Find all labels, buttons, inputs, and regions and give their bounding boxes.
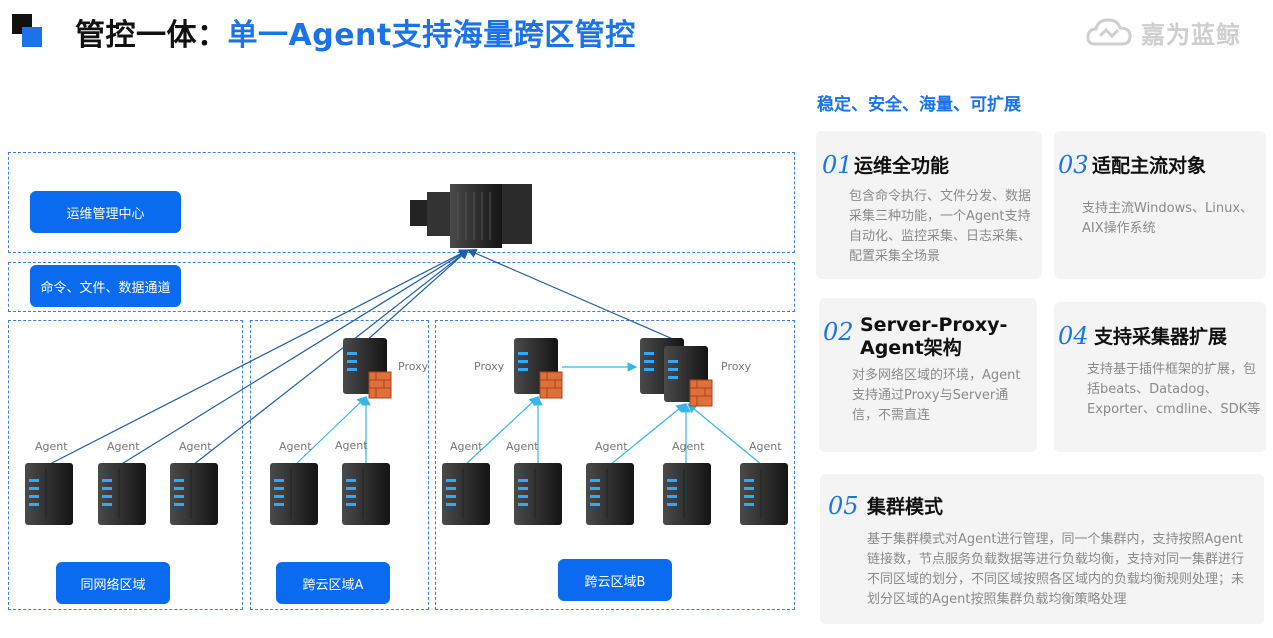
zone-same-region xyxy=(8,320,243,610)
feature-desc: 对多网络区域的环境，Agent支持通过Proxy与Server通信，不需直连 xyxy=(852,368,1021,423)
central-server-icon xyxy=(410,184,532,248)
agent-server-icon xyxy=(342,463,390,525)
page-title: 管控一体：单一Agent支持海量跨区管控 xyxy=(75,10,636,54)
agent-label: Agent xyxy=(179,440,212,453)
agent-server-icon xyxy=(25,463,73,525)
feature-card-04: 04 支持采集器扩展 支持基于插件框架的扩展，包括beats、Datadog、E… xyxy=(1054,302,1266,452)
agent-label: Agent xyxy=(279,440,312,453)
architecture-diagram: Agent Agent Agent Agent Agent Agent Agen… xyxy=(25,184,788,525)
agent-label: Agent xyxy=(450,440,483,453)
proxy-server-icon xyxy=(513,337,563,399)
feature-desc: 支持基于插件框架的扩展，包括beats、Datadog、Exporter、cmd… xyxy=(1087,362,1261,417)
cloud-logo-icon xyxy=(1086,18,1132,46)
logo-square-blue xyxy=(22,27,42,47)
agent-label: Agent xyxy=(672,440,705,453)
agent-server-icon xyxy=(170,463,218,525)
page-title-main: 管控一体： xyxy=(75,18,228,53)
zone-a-region xyxy=(250,320,429,610)
agent-server-icon xyxy=(270,463,318,525)
feature-number: 01 xyxy=(822,151,853,179)
zone-b-button[interactable]: 跨云区域B xyxy=(558,559,672,601)
zone-b-region xyxy=(435,320,795,610)
page-title-highlight: 单一Agent支持海量跨区管控 xyxy=(227,18,636,53)
agent-label: Agent xyxy=(335,439,368,452)
management-region xyxy=(8,152,795,253)
feature-card-05: 05 集群模式 基于集群模式对Agent进行管理，同一个集群内，支持按照Agen… xyxy=(820,474,1264,624)
channel-button[interactable]: 命令、文件、数据通道 xyxy=(30,265,181,307)
feature-desc: 包含命令执行、文件分发、数据采集三种功能，一个Agent支持自动化、监控采集、日… xyxy=(849,189,1032,264)
features-subtitle: 稳定、安全、海量、可扩展 xyxy=(817,95,1021,115)
channel-region xyxy=(8,262,795,312)
agent-server-icon xyxy=(98,463,146,525)
agent-label: Agent xyxy=(506,440,539,453)
zone-a-button[interactable]: 跨云区域A xyxy=(276,562,390,604)
feature-title: 适配主流对象 xyxy=(1092,155,1207,177)
agent-label: Agent xyxy=(749,440,782,453)
feature-number: 04 xyxy=(1058,322,1089,350)
agent-server-icon xyxy=(586,463,634,525)
agent-server-icon xyxy=(514,463,562,525)
agent-server-icon xyxy=(442,463,490,525)
feature-card-02: 02 Server-Proxy-Agent架构 对多网络区域的环境，Agent支… xyxy=(819,298,1037,452)
brand-logo: 嘉为蓝鲸 xyxy=(1085,14,1241,50)
feature-number: 05 xyxy=(828,492,859,520)
brand-name: 嘉为蓝鲸 xyxy=(1141,20,1241,49)
proxy-label: Proxy xyxy=(398,360,429,373)
agent-label: Agent xyxy=(107,440,140,453)
feature-desc: 基于集群模式对Agent进行管理，同一个集群内，支持按照Agent链接数，节点服… xyxy=(867,532,1245,607)
proxy-label: Proxy xyxy=(474,360,505,373)
agent-label: Agent xyxy=(595,440,628,453)
zone-same-button[interactable]: 同网络区域 xyxy=(56,562,170,604)
feature-desc: 支持主流Windows、Linux、AIX操作系统 xyxy=(1082,201,1254,236)
feature-card-01: 01 运维全功能 包含命令执行、文件分发、数据采集三种功能，一个Agent支持自… xyxy=(816,131,1042,279)
proxy-server-icon xyxy=(663,345,713,407)
proxy-server-icon xyxy=(342,337,392,399)
feature-number: 02 xyxy=(823,318,854,346)
agent-server-icon xyxy=(740,463,788,525)
feature-number: 03 xyxy=(1058,151,1089,179)
feature-title: 支持采集器扩展 xyxy=(1094,326,1228,348)
feature-title: 运维全功能 xyxy=(854,155,950,177)
proxy-label: Proxy xyxy=(721,360,752,373)
agent-label: Agent xyxy=(35,440,68,453)
agent-server-icon xyxy=(663,463,711,525)
ops-center-button[interactable]: 运维管理中心 xyxy=(30,191,181,233)
feature-title: 集群模式 xyxy=(867,496,944,518)
feature-card-03: 03 适配主流对象 支持主流Windows、Linux、AIX操作系统 xyxy=(1054,131,1266,279)
feature-title: Server-Proxy-Agent架构 xyxy=(860,314,1008,359)
